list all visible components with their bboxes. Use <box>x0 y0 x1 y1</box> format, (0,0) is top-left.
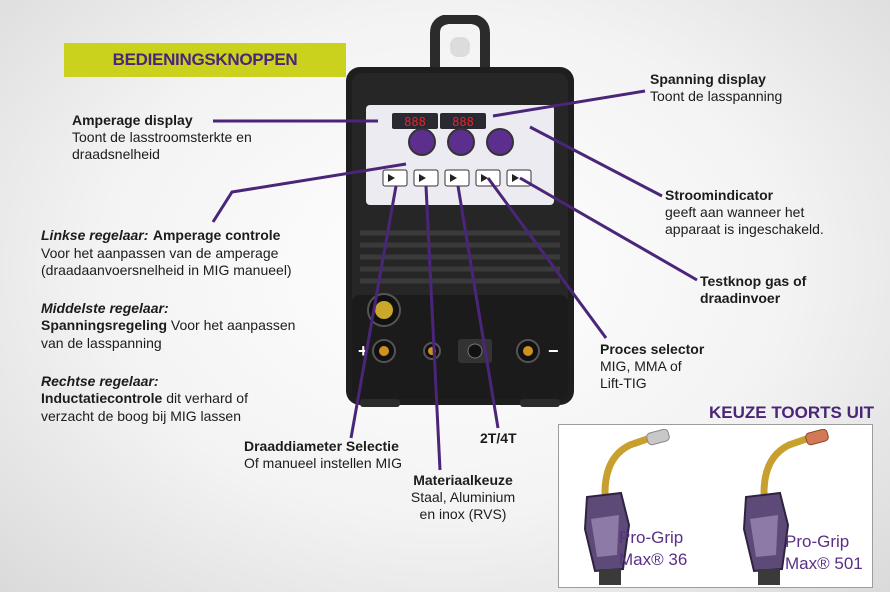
plus-terminal-label: + <box>358 341 369 361</box>
torch-2-image <box>742 429 829 585</box>
callout-testknop: Testknop gas of draadinvoer <box>700 273 806 307</box>
torch-1-image <box>583 429 670 585</box>
callout-linkse-regelaar: Linkse regelaar: Amperage controle Voor … <box>41 227 292 279</box>
materiaal-line-1: Staal, Aluminium <box>410 489 516 505</box>
amperage-display-digits: 888 <box>404 115 426 129</box>
amperage-display-desc-2: draadsnelheid <box>72 146 160 162</box>
rechtse-bold: Inductatiecontrole <box>41 390 163 406</box>
spanning-title: Spanning display <box>650 71 766 87</box>
welding-machine-image: 888 888 + − <box>346 15 574 407</box>
materiaal-line-2: en inox (RVS) <box>419 506 507 522</box>
draaddiameter-desc: Of manueel instellen MIG <box>244 455 402 471</box>
callout-rechtse-regelaar: Rechtse regelaar: Inductatiecontrole dit… <box>41 373 248 425</box>
callout-spanning-display: Spanning display Toont de lasspanning <box>650 71 782 105</box>
testknop-line-2: draadinvoer <box>700 290 781 306</box>
proces-line-2: Lift-TIG <box>600 375 647 391</box>
spanning-desc: Toont de lasspanning <box>650 88 783 104</box>
rechtse-italic: Rechtse regelaar: <box>41 373 159 389</box>
section-badge: BEDIENINGSKNOPPEN <box>64 43 346 77</box>
callout-draaddiameter: Draaddiameter Selectie Of manueel instel… <box>244 438 402 472</box>
testknop-line-1: Testknop gas of <box>700 273 807 289</box>
callout-amperage-display: Amperage display Toont de lasstroomsterk… <box>72 112 252 163</box>
torch-1-label: Pro-Grip Max® 36 <box>619 527 687 571</box>
stroomindicator-desc-2: apparaat is ingeschakeld. <box>665 221 824 237</box>
stroomindicator-title: Stroomindicator <box>665 187 774 203</box>
torch-2-label: Pro-Grip Max® 501 <box>785 531 863 575</box>
rechtse-rest: dit verhard of <box>162 390 248 406</box>
callout-2t4t: 2T/4T <box>480 430 517 446</box>
middelste-line-2: van de lasspanning <box>41 335 162 351</box>
middelste-italic: Middelste regelaar: <box>41 300 169 316</box>
torch-section-title: KEUZE TOORTS UIT <box>709 403 874 422</box>
amperage-display-desc-1: Toont de lasstroomsterkte en <box>72 129 252 145</box>
amperage-display-title: Amperage display <box>72 112 193 128</box>
torch-2-line-1: Pro-Grip <box>785 532 850 551</box>
linkse-italic: Linkse regelaar: <box>41 227 149 243</box>
middelste-rest: Voor het aanpassen <box>167 317 296 333</box>
proces-line-1: MIG, MMA of <box>600 358 682 374</box>
linkse-bold: Amperage controle <box>152 227 281 243</box>
torch-options-box: Pro-Grip Max® 36 Pro-Grip Max® 501 <box>558 424 873 588</box>
proces-title: Proces selector <box>600 341 705 357</box>
callout-materiaalkeuze: Materiaalkeuze Staal, Aluminium en inox … <box>402 472 524 523</box>
torch-1-line-2: Max® 36 <box>619 550 688 569</box>
linkse-line-1: Voor het aanpassen van de amperage <box>41 245 279 261</box>
callout-proces-selector: Proces selector MIG, MMA of Lift-TIG <box>600 341 704 392</box>
materiaal-title: Materiaalkeuze <box>413 472 513 488</box>
minus-terminal-label: − <box>548 341 559 361</box>
middelste-bold: Spanningsregeling <box>41 317 168 333</box>
callout-stroomindicator: Stroomindicator geeft aan wanneer het ap… <box>665 187 824 238</box>
torch-1-line-1: Pro-Grip <box>619 528 684 547</box>
stroomindicator-desc-1: geeft aan wanneer het <box>665 204 805 220</box>
voltage-display-digits: 888 <box>452 115 474 129</box>
torch-2-line-2: Max® 501 <box>785 554 863 573</box>
draaddiameter-title: Draaddiameter Selectie <box>244 438 399 454</box>
linkse-line-2: (draadaanvoersnelheid in MIG manueel) <box>41 262 292 278</box>
callout-middelste-regelaar: Middelste regelaar: Spanningsregeling Vo… <box>41 300 295 352</box>
rechtse-line-2: verzacht de boog bij MIG lassen <box>41 408 241 424</box>
